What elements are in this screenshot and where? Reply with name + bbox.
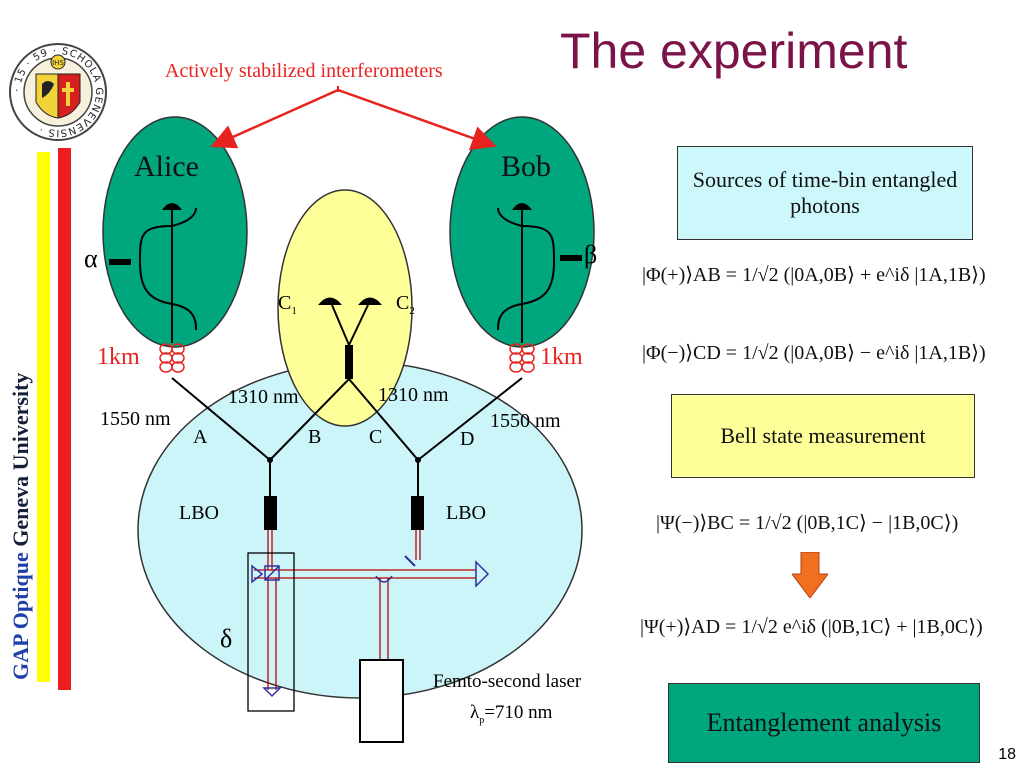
- phase-beta-icon: [560, 255, 582, 261]
- stabilized-label: Actively stabilized interferometers: [165, 60, 443, 82]
- equation-psi-minus: |Ψ(−)⟩BC = 1/√2 (|0B,1C⟩ − |1B,0C⟩): [656, 512, 959, 534]
- alice-label: Alice: [134, 150, 199, 183]
- page-number: 18: [998, 746, 1016, 763]
- c1-label: C1: [278, 292, 297, 317]
- arrow-to-bob: [337, 88, 497, 151]
- prism-icon: [475, 560, 490, 588]
- bsm-ellipse: [277, 189, 413, 427]
- laser-box: [359, 659, 404, 743]
- nm1310-left-label: 1310 nm: [228, 386, 299, 408]
- km-right-label: 1km: [540, 344, 583, 370]
- fiber-spool-right-icon: [509, 343, 535, 373]
- fiber-spool-left-icon: [159, 343, 185, 373]
- lbo-left-label: LBO: [179, 502, 219, 524]
- page-title: The experiment: [560, 23, 908, 79]
- detector-icon: [162, 203, 182, 210]
- yellow-bar: [37, 152, 50, 682]
- port-b-label: B: [308, 426, 322, 448]
- equation-phi-minus: |Φ(−)⟩CD = 1/√2 (|0A,0B⟩ − e^iδ |1A,1B⟩): [642, 342, 986, 364]
- equation-phi-plus: |Φ(+)⟩AB = 1/√2 (|0A,0B⟩ + e^iδ |1A,1B⟩): [642, 264, 986, 286]
- delay-line-box: [247, 552, 295, 712]
- lbo-crystal-right-icon: [411, 496, 424, 530]
- lbo-right-label: LBO: [446, 502, 486, 524]
- bell-box: Bell state measurement: [671, 394, 975, 478]
- phase-alpha-icon: [109, 259, 131, 265]
- port-c-label: C: [369, 426, 383, 448]
- sources-box: Sources of time-bin entangled photons: [677, 146, 973, 240]
- km-left-label: 1km: [97, 344, 140, 370]
- lbo-crystal-left-icon: [264, 496, 277, 530]
- laser-label: Femto-second laser: [433, 671, 582, 692]
- university-logo: IHS · 15 · 59 · SCHOLA GENEVENSIS ·: [9, 43, 107, 141]
- equation-psi-plus: |Ψ(+)⟩AD = 1/√2 e^iδ (|0B,1C⟩ + |1B,0C⟩): [640, 616, 983, 638]
- svg-text:IHS: IHS: [52, 59, 64, 67]
- c2-label: C2: [396, 292, 415, 317]
- red-bar: [58, 148, 71, 690]
- down-arrow-icon: [792, 552, 828, 598]
- nm1550-right-label: 1550 nm: [490, 410, 561, 432]
- nm1550-left-label: 1550 nm: [100, 408, 171, 430]
- bob-label: Bob: [501, 150, 552, 183]
- laser-wavelength: λp=710 nm: [470, 702, 553, 726]
- port-a-label: A: [193, 426, 208, 448]
- port-d-label: D: [460, 428, 475, 450]
- beamsplitter-icon: [345, 345, 353, 379]
- alice-ellipse: [102, 116, 248, 348]
- arrow-to-alice: [210, 88, 339, 149]
- alpha-label: α: [84, 244, 98, 273]
- delta-label: δ: [220, 624, 233, 653]
- nm1310-right-label: 1310 nm: [378, 384, 449, 406]
- analysis-box: Entanglement analysis: [668, 683, 980, 763]
- beta-label: β: [584, 240, 598, 269]
